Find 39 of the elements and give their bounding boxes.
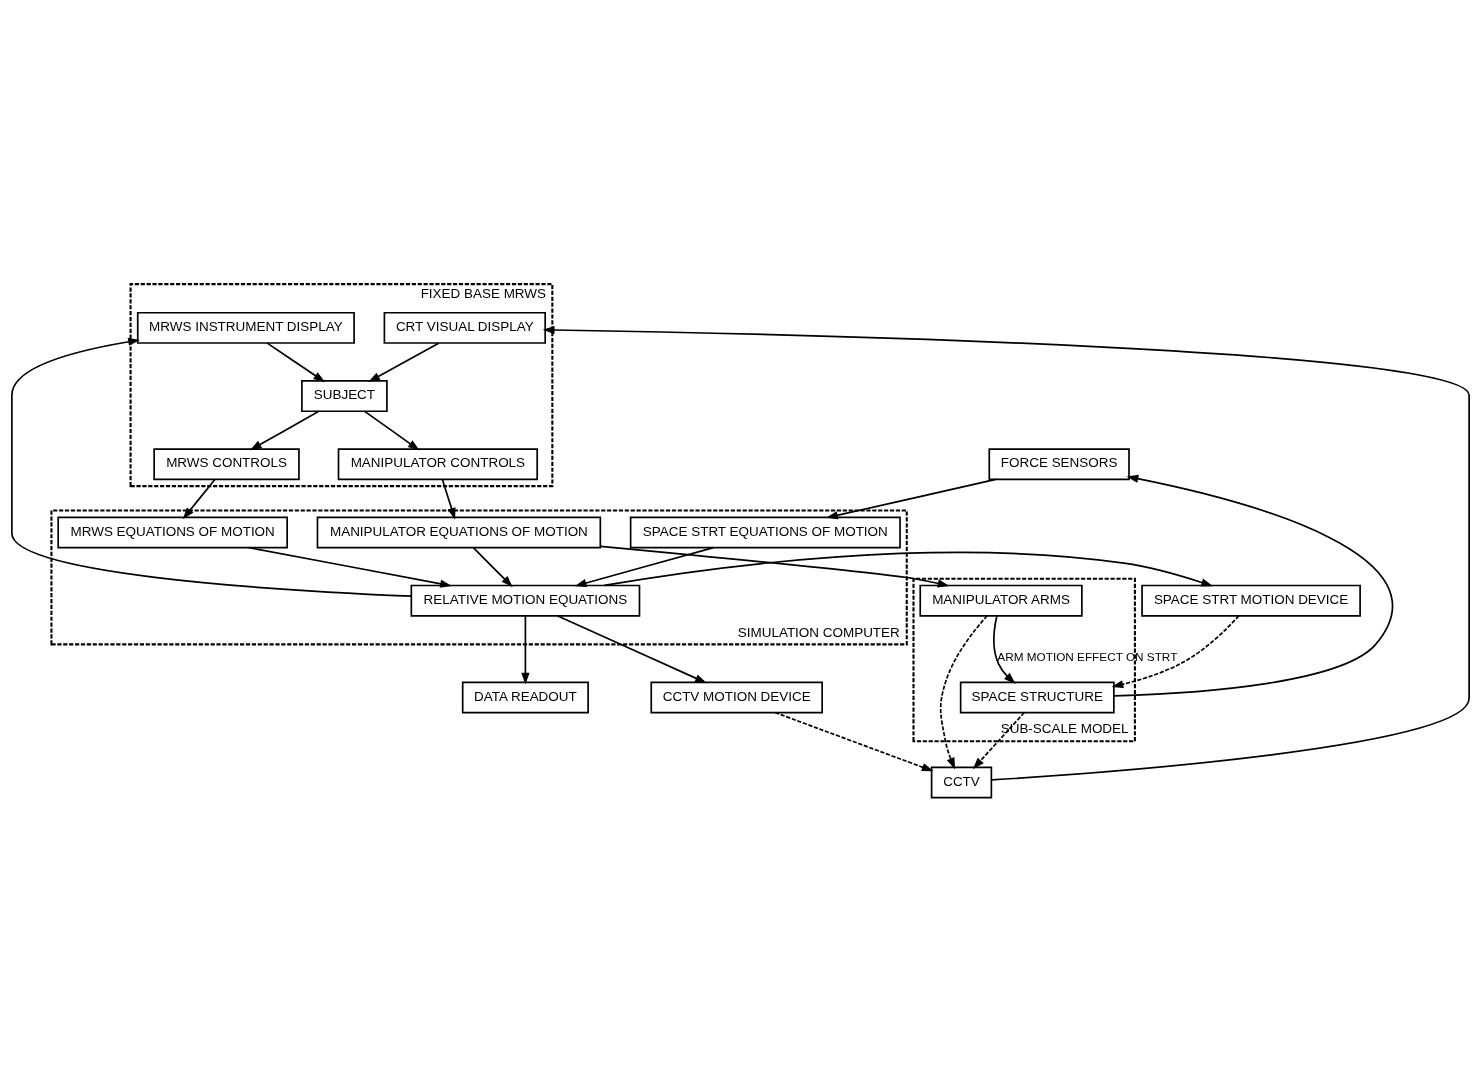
node-box: MRWS INSTRUMENT DISPLAY [136,311,355,344]
arrow [521,614,530,685]
node-box: MANIPULATOR ARMS [919,584,1083,617]
edge-label: ARM MOTION EFFECT ON STRT [997,649,1178,663]
arrow [603,551,1213,586]
node-box: SUBJECT [301,379,388,412]
arrow [472,546,513,587]
arrow [993,614,1016,684]
node-box: SPACE STRT MOTION DEVICE [1141,584,1361,617]
arrow [249,410,320,450]
node-box: CRT VISUAL DISPLAY [383,311,547,344]
arrow [368,341,440,382]
arrow [363,410,420,450]
node-box: SPACE STRT EQUATIONS OF MOTION [629,515,901,548]
arrow [11,337,412,597]
arrow [939,614,988,769]
arrow [774,711,934,771]
arrow [826,478,997,519]
node-box: MANIPULATOR EQUATIONS OF MOTION [316,515,602,548]
arrow [441,478,456,520]
arrow [182,478,216,519]
arrow [1111,614,1240,688]
arrow [556,614,707,683]
arrow [542,325,1470,781]
arrow [266,341,326,382]
node-box: MRWS EQUATIONS OF MOTION [57,515,288,548]
arrow [599,545,950,587]
arrow [574,546,715,587]
arrow [972,711,1025,769]
node-box: DATA READOUT [461,680,589,713]
node-box: CCTV MOTION DEVICE [650,680,823,713]
node-box: FORCE SENSORS [988,447,1130,480]
node-box: MRWS CONTROLS [153,447,300,480]
node-box: MANIPULATOR CONTROLS [337,447,539,480]
node-box: RELATIVE MOTION EQUATIONS [410,584,641,617]
arrow [247,546,452,588]
node-box: SPACE STRUCTURE [959,680,1115,713]
node-box: CCTV [930,766,993,798]
arrow [1113,474,1394,697]
